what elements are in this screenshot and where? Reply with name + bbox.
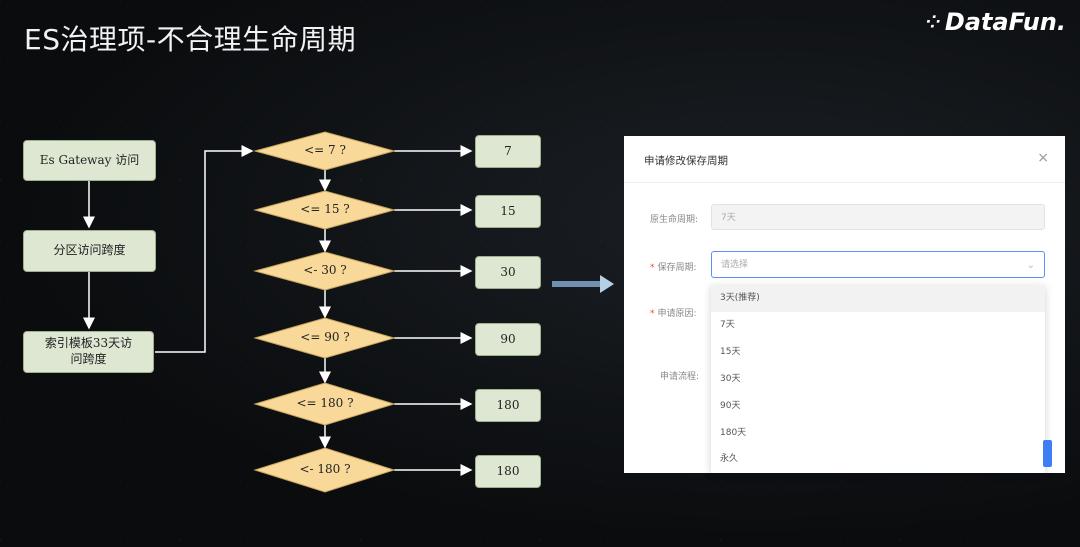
original-lifecycle-label: 原生命周期: bbox=[650, 215, 699, 225]
dialog-header: 申请修改保存周期 × bbox=[624, 136, 1065, 183]
required-mark: * bbox=[650, 263, 655, 273]
result-node-6: 180 bbox=[475, 455, 541, 488]
decision-diamond-2 bbox=[253, 190, 396, 230]
arrow-template-to-decision bbox=[155, 145, 254, 353]
result-node-4: 90 bbox=[475, 323, 541, 356]
close-icon[interactable]: × bbox=[1037, 150, 1049, 166]
decision-label-4: <= 90 ? bbox=[300, 330, 350, 344]
dropdown-option-forever[interactable]: 永久 bbox=[720, 454, 739, 464]
flowchart: Es Gateway 访问 分区访问跨度 索引模板33天访问跨度 <= 7 ? … bbox=[23, 131, 541, 493]
request-reason-label-text: 申请原因: bbox=[657, 309, 697, 319]
dialog-title: 申请修改保存周期 bbox=[644, 155, 728, 167]
decision-diamond-1 bbox=[253, 131, 396, 171]
retention-period-label-text: 保存周期: bbox=[657, 263, 697, 273]
dropdown-option-3d[interactable]: 3天(推荐) bbox=[711, 285, 1045, 312]
result-node-5: 180 bbox=[475, 389, 541, 422]
required-mark: * bbox=[650, 309, 655, 319]
decision-label-5: <= 180 ? bbox=[296, 396, 354, 410]
result-node-2: 15 bbox=[475, 195, 541, 228]
decision-diamond-4 bbox=[253, 317, 396, 359]
flowchart-connectors bbox=[83, 131, 473, 493]
result-node-3: 30 bbox=[475, 256, 541, 289]
brand-logo: ⁘ DataFun. bbox=[926, 8, 1066, 36]
dropdown-option-30d[interactable]: 30天 bbox=[720, 374, 741, 384]
node-partition-span: 分区访问跨度 bbox=[23, 230, 156, 272]
dropdown-option-180d[interactable]: 180天 bbox=[720, 428, 747, 438]
slide-title: ES治理项-不合理生命周期 bbox=[24, 23, 357, 56]
dropdown-option-90d[interactable]: 90天 bbox=[720, 401, 741, 411]
retention-dropdown: 3天(推荐) 7天 15天 30天 90天 180天 永久 bbox=[711, 285, 1045, 473]
decision-label-6: <- 180 ? bbox=[299, 462, 351, 476]
decision-diamond-6 bbox=[253, 447, 396, 493]
decision-label-2: <= 15 ? bbox=[300, 202, 350, 216]
dropdown-option-15d[interactable]: 15天 bbox=[720, 347, 741, 357]
decision-label-3: <- 30 ? bbox=[303, 263, 347, 277]
dotted-cube-icon: ⁘ bbox=[925, 11, 941, 33]
brand-name: DataFun. bbox=[944, 8, 1066, 36]
retention-period-select[interactable]: 请选择 ⌄ bbox=[711, 251, 1045, 278]
decision-diamond-5 bbox=[253, 382, 396, 426]
request-process-label: 申请流程: bbox=[660, 372, 700, 382]
dropdown-option-7d[interactable]: 7天 bbox=[720, 320, 735, 330]
original-lifecycle-field: 7天 bbox=[711, 204, 1045, 230]
chevron-down-icon: ⌄ bbox=[1026, 260, 1035, 271]
decision-diamond-3 bbox=[253, 251, 396, 291]
transition-arrow-icon bbox=[552, 275, 614, 293]
decision-label-1: <= 7 ? bbox=[304, 143, 346, 157]
modify-retention-dialog: 申请修改保存周期 × 原生命周期: 7天 *保存周期: 请选择 ⌄ *申请原因:… bbox=[624, 136, 1065, 473]
node-gateway-access: Es Gateway 访问 bbox=[23, 140, 156, 181]
node-template-span: 索引模板33天访问跨度 bbox=[23, 331, 154, 373]
request-reason-label: *申请原因: bbox=[650, 306, 697, 319]
retention-period-label: *保存周期: bbox=[650, 260, 697, 273]
result-node-1: 7 bbox=[475, 135, 541, 168]
submit-button[interactable] bbox=[1043, 440, 1052, 467]
select-placeholder: 请选择 bbox=[721, 260, 749, 270]
